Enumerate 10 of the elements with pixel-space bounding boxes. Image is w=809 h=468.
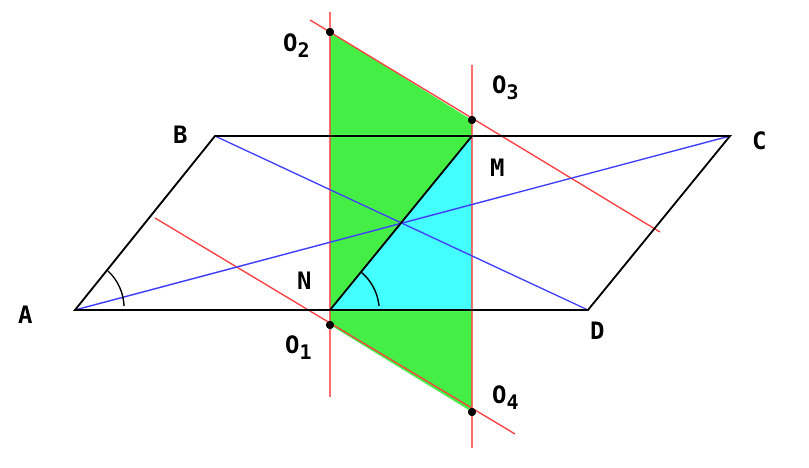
point-label: O$_{1}$ [285, 332, 312, 365]
point-label: O$_{2}$ [283, 30, 310, 63]
point-label: C [752, 128, 766, 154]
point-label: O$_{3}$ [492, 72, 518, 105]
point-label: N [297, 268, 312, 294]
point-label: D [590, 318, 604, 344]
point-label: A [18, 302, 32, 328]
point-label: O$_{4}$ [492, 382, 518, 415]
point-label: B [173, 122, 188, 148]
point-label: M [490, 155, 504, 181]
